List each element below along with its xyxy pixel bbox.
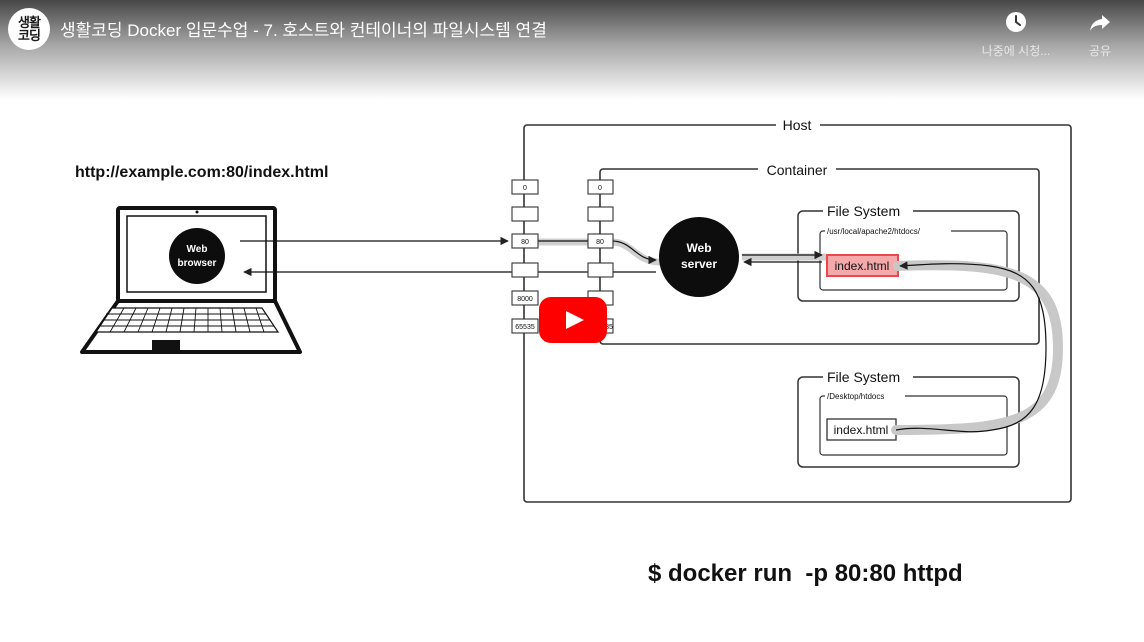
container-port-label: 80 — [596, 239, 604, 246]
host-port-slot — [511, 206, 539, 222]
web-browser-label-1: Web — [187, 244, 208, 255]
share-label: 공유 — [1088, 44, 1112, 58]
share-button[interactable]: 공유 — [1060, 10, 1140, 59]
host-port-slot — [511, 262, 539, 278]
container-index-label: index.html — [835, 259, 890, 273]
container-port-label: 35 — [605, 324, 613, 331]
container-fs-label: File System — [827, 203, 900, 219]
watch-later-button[interactable]: 나중에 시청... — [976, 10, 1056, 59]
container-port-slot — [587, 262, 614, 278]
container-fs-path: /usr/local/apache2/htdocs/ — [827, 227, 921, 236]
web-server-label-1: Web — [686, 241, 711, 255]
host-port-slot — [511, 233, 539, 249]
web-server-label-2: server — [681, 257, 717, 271]
host-fs-path: /Desktop/htdocs — [827, 392, 884, 401]
container-port-label: 0 — [598, 185, 602, 192]
host-fs-label: File System — [827, 369, 900, 385]
host-port-label: 0 — [523, 185, 527, 192]
host-label: Host — [783, 117, 812, 133]
container-label: Container — [767, 162, 828, 178]
laptop-icon — [80, 206, 302, 354]
host-port-label: 80 — [521, 239, 529, 246]
channel-avatar[interactable]: 생활 코딩 — [8, 8, 50, 50]
host-port-label: 65535 — [515, 324, 535, 331]
container-port-slot — [587, 179, 614, 195]
share-icon — [1090, 15, 1110, 31]
play-button[interactable] — [539, 297, 607, 343]
container-port-slot — [587, 233, 614, 249]
request-url: http://example.com:80/index.html — [75, 164, 328, 181]
clock-icon — [1006, 12, 1026, 32]
web-server-node — [659, 217, 739, 297]
host-port-slot — [511, 179, 539, 195]
web-browser-node — [169, 228, 225, 284]
avatar-text-line1: 생활 — [18, 15, 41, 30]
top-overlay — [0, 0, 1144, 100]
host-port-column: 0 80 8000 65535 — [511, 179, 539, 334]
watch-later-label: 나중에 시청... — [981, 44, 1051, 58]
avatar-text-line2: 코딩 — [18, 28, 41, 43]
host-index-label: index.html — [834, 423, 889, 437]
host-port-label: 8000 — [517, 296, 533, 303]
host-port-slot — [511, 318, 539, 334]
video-title[interactable]: 생활코딩 Docker 입문수업 - 7. 호스트와 컨테이너의 파일시스템 연… — [60, 21, 547, 40]
container-port-slot — [587, 206, 614, 222]
bind-mount-path — [891, 260, 1064, 435]
web-browser-label-2: browser — [178, 258, 217, 269]
play-icon — [566, 311, 584, 329]
docker-command: $ docker run -p 80:80 httpd — [648, 560, 963, 587]
host-port-slot — [511, 290, 539, 306]
